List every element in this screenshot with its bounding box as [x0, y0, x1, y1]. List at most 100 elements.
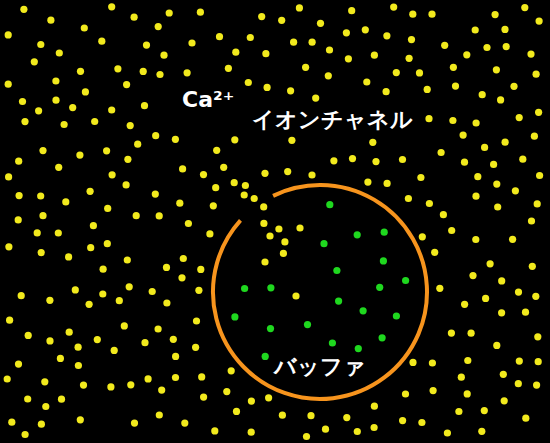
calcium-ion — [123, 181, 130, 188]
calcium-ion — [296, 4, 303, 11]
calcium-ion — [317, 20, 324, 27]
calcium-ion — [77, 416, 84, 423]
buffer-molecule — [360, 307, 367, 314]
calcium-ion — [444, 429, 451, 436]
calcium-ion — [498, 277, 505, 284]
calcium-ion — [8, 419, 15, 426]
calcium-ion — [408, 36, 415, 43]
calcium-ion — [522, 415, 529, 422]
calcium-ion — [363, 78, 370, 85]
calcium-ion — [468, 330, 475, 337]
calcium-ion — [419, 233, 426, 240]
calcium-ion — [166, 9, 173, 16]
calcium-ion — [111, 347, 118, 354]
calcium-ion — [46, 297, 53, 304]
calcium-ion — [343, 29, 350, 36]
calcium-ion — [127, 122, 134, 129]
calcium-ion — [170, 336, 177, 343]
calcium-ion — [104, 240, 111, 247]
calcium-ion — [149, 288, 156, 295]
calcium-ion — [152, 191, 159, 198]
calcium-ion — [233, 408, 240, 415]
calcium-ion — [290, 39, 297, 46]
calcium-ion — [38, 249, 45, 256]
calcium-ion — [62, 198, 69, 205]
calcium-ion — [163, 299, 170, 306]
calcium-ion — [248, 429, 255, 436]
calcium-ion — [5, 243, 12, 250]
calcium-ion — [216, 33, 223, 40]
calcium-ion — [500, 371, 507, 378]
calcium-ion — [534, 333, 541, 340]
calcium-ion — [242, 182, 249, 189]
calcium-ion — [55, 164, 62, 171]
calcium-ion — [141, 102, 148, 109]
calcium-ion — [172, 353, 179, 360]
calcium-ion — [58, 396, 65, 403]
calcium-ion — [522, 309, 529, 316]
calcium-ion — [452, 83, 459, 90]
calcium-ion — [308, 171, 315, 178]
calcium-ion — [15, 158, 22, 165]
calcium-ion — [533, 71, 540, 78]
calcium-ion — [134, 141, 141, 148]
calcium-ion — [61, 121, 68, 128]
calcium-ion — [312, 95, 319, 102]
buffer-molecule — [380, 257, 387, 264]
calcium-ion — [501, 397, 508, 404]
calcium-ion — [438, 149, 445, 156]
buffer-molecule — [379, 334, 386, 341]
calcium-ion — [31, 58, 38, 65]
calcium-ion — [431, 249, 438, 256]
calcium-ion — [369, 139, 376, 146]
calcium-ion — [464, 390, 471, 397]
buffer-molecule — [355, 345, 362, 352]
buffer-molecule — [267, 284, 274, 291]
calcium-ion — [87, 244, 94, 251]
calcium-ion — [515, 380, 522, 387]
calcium-ion — [284, 168, 291, 175]
calcium-ion — [264, 84, 271, 91]
calcium-ion — [5, 31, 12, 38]
calcium-ion — [472, 193, 479, 200]
calcium-ion — [247, 34, 254, 41]
calcium-ion — [440, 211, 447, 218]
calcium-ion — [123, 81, 130, 88]
calcium-ion — [80, 382, 87, 389]
calcium-ion — [430, 387, 437, 394]
buffer-molecule — [231, 313, 238, 320]
calcium-ion — [231, 136, 238, 143]
calcium-ion — [5, 81, 12, 88]
calcium-ion — [494, 203, 501, 210]
calcium-ion — [212, 184, 219, 191]
calcium-ion — [534, 200, 541, 207]
calcium-ion — [405, 195, 412, 202]
calcium-ion — [65, 253, 72, 260]
calcium-ion — [91, 118, 98, 125]
calcium-ion — [4, 375, 11, 382]
calcium-ion — [176, 200, 183, 207]
calcium-ion — [25, 332, 32, 339]
calcium-ion — [193, 317, 200, 324]
calcium-ion — [158, 387, 165, 394]
calcium-ion — [479, 91, 486, 98]
calcium-ion — [429, 359, 436, 366]
calcium-ion — [532, 293, 539, 300]
calcium-ion — [160, 52, 167, 59]
calcium-ion — [469, 272, 476, 279]
calcium-ion — [156, 71, 163, 78]
calcium-ion — [37, 41, 44, 48]
buffer-molecule — [262, 353, 269, 360]
calcium-ion — [515, 289, 522, 296]
buffer-molecule — [335, 298, 342, 305]
calcium-ion — [87, 188, 94, 195]
calcium-ion — [393, 69, 400, 76]
buffer-molecule — [381, 229, 388, 236]
calcium-ion — [487, 260, 494, 267]
calcium-ion — [516, 114, 523, 121]
calcium-ion — [409, 11, 416, 18]
calcium-ion — [512, 187, 519, 194]
calcium-ion — [281, 238, 288, 245]
calcium-ion — [502, 139, 509, 146]
calcium-ion — [188, 39, 195, 46]
